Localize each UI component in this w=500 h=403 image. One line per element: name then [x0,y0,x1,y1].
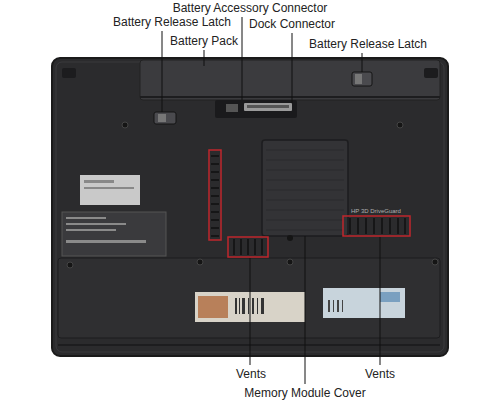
part-label: Dock Connector [249,17,335,31]
part-label: Battery Pack [170,34,238,48]
part-label: Memory Module Cover [244,386,365,400]
case-marking: HP 3D DriveGuard [351,208,401,215]
part-label: Battery Release Latch [309,37,427,51]
part-label: Vents [236,367,266,381]
part-label: Vents [365,367,395,381]
part-label: Battery Release Latch [113,15,231,29]
part-label: Battery Accessory Connector [173,1,328,15]
